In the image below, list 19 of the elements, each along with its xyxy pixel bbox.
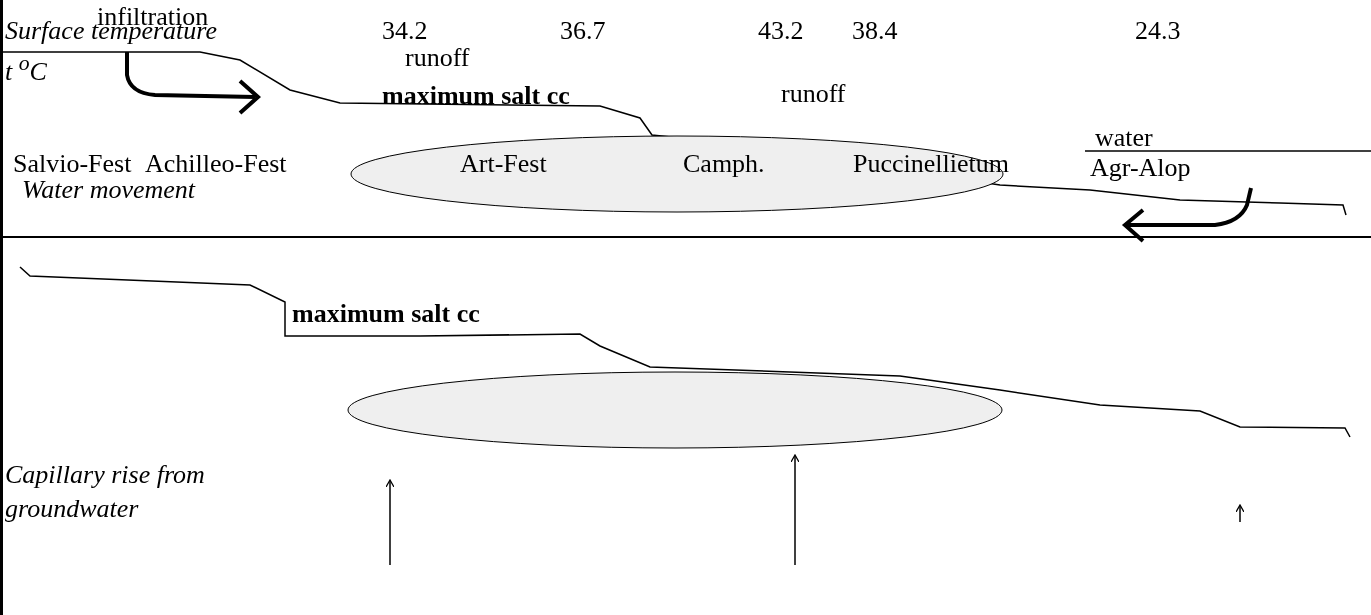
zone-label: maximum salt cc: [382, 82, 570, 110]
salt-zone-ellipse: [347, 371, 1003, 449]
temperature-value: 36.7: [560, 17, 606, 45]
plant-community-label: Camph.: [683, 150, 765, 178]
temperature-value: 43.2: [758, 17, 804, 45]
label-text: runoff: [781, 80, 846, 108]
plant-community-label: Art-Fest: [460, 150, 547, 178]
axis-title: Water movement: [22, 176, 196, 204]
plant-community-label: Agr-Alop: [1090, 154, 1191, 182]
plant-community-label: Achilleo-Fest: [145, 150, 287, 178]
temperature-value: 24.3: [1135, 17, 1181, 45]
unit-label: t $^{o}$C: [5, 52, 47, 85]
temperature-value: 38.4: [852, 17, 898, 45]
label-text: water: [1095, 124, 1153, 152]
plant-community-label: Salvio-Fest: [13, 150, 132, 178]
label-text: runoff: [405, 44, 470, 72]
axis-title: Capillary rise from groundwater: [5, 459, 206, 525]
temperature-value: 34.2: [382, 17, 428, 45]
zone-label: maximum salt cc: [292, 300, 480, 328]
